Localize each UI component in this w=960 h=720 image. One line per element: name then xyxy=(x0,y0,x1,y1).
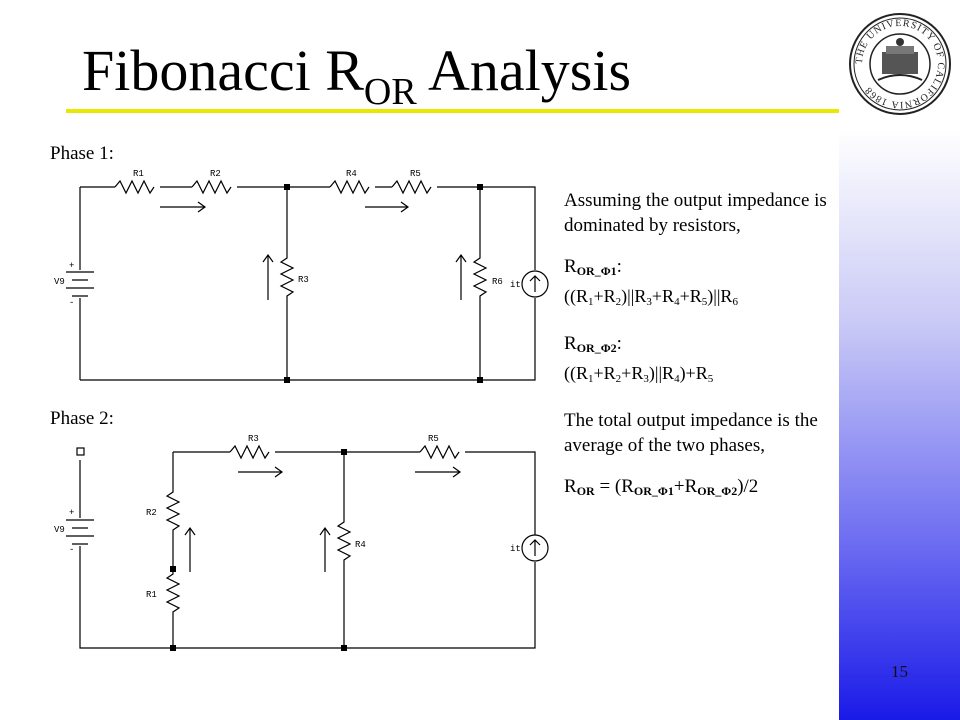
phase2-vsource-label: V9 xyxy=(54,525,65,535)
phase1-r3 xyxy=(279,187,295,380)
phase2-isource xyxy=(521,534,549,562)
phase2-arrow-r3 xyxy=(238,466,284,478)
phase1-circuit xyxy=(66,179,549,381)
phase1-r5 xyxy=(391,179,432,195)
university-seal-icon: THE UNIVERSITY OF CALIFORNIA 1868 xyxy=(849,13,951,115)
phase1-r4 xyxy=(329,179,370,195)
phase1-r4-label: R4 xyxy=(346,169,357,179)
phase2-isource-label: it xyxy=(510,544,521,554)
expr-sub: 1 xyxy=(588,296,594,308)
expr-part: ((R xyxy=(564,286,588,306)
phase2-r2-label: R2 xyxy=(146,508,157,518)
phase1-r6 xyxy=(472,187,488,380)
phase2-arrow-r5 xyxy=(415,466,462,478)
slide-title: Fibonacci ROR Analysis xyxy=(82,36,632,111)
phase1-minus: - xyxy=(69,298,74,308)
phase2-r3 xyxy=(229,444,270,460)
phase1-expression: ((R1+R2)||R3+R4+R5)||R6 xyxy=(564,284,834,315)
phase2-r4 xyxy=(336,452,352,648)
colon: : xyxy=(616,256,622,277)
phase1-r3-label: R3 xyxy=(298,275,309,285)
r-symbol: R xyxy=(564,476,577,497)
total-equation: ROR = (ROR_Φ1+ROR_Φ2)/2 xyxy=(564,474,834,504)
intro-text: Assuming the output impedance is dominat… xyxy=(564,190,827,236)
expr-sub: 3 xyxy=(643,373,649,385)
expr-part: +R xyxy=(621,363,644,383)
expr-sub: 2 xyxy=(615,373,622,385)
expr-part: +R xyxy=(593,286,616,306)
phase2-plus: + xyxy=(69,508,74,518)
page-number: 15 xyxy=(891,662,908,681)
expr-part: +R xyxy=(593,363,616,383)
phase1-r5-label: R5 xyxy=(410,169,421,179)
colon: : xyxy=(616,333,622,354)
phase2-minus: - xyxy=(69,545,74,555)
total-tail: )/2 xyxy=(737,476,759,497)
phase2-circuit xyxy=(66,444,549,649)
phase2-label: Phase 2: xyxy=(50,408,114,429)
title-tail: Analysis xyxy=(428,38,632,103)
expr-sub: 5 xyxy=(701,296,708,308)
phase2-arrow-left xyxy=(184,526,196,572)
phase2-r5 xyxy=(419,444,460,460)
expr-sub: 4 xyxy=(674,296,680,308)
phase2-r3-label: R3 xyxy=(248,434,259,444)
expr-sub: 6 xyxy=(732,296,738,308)
phase1-equation: ROR_Φ1: xyxy=(564,254,834,284)
expr-part: )+R xyxy=(679,363,708,383)
phase1-arrow-r6 xyxy=(455,253,467,300)
phase2-arrow-r4 xyxy=(319,526,331,572)
expr-part: +R xyxy=(679,286,702,306)
total-text: The total output impedance is the averag… xyxy=(564,410,818,456)
phase1-r2 xyxy=(191,179,232,195)
total-plus: +R xyxy=(673,476,698,497)
phase1-arrow-r3 xyxy=(262,253,274,300)
phase2-r5-label: R5 xyxy=(428,434,439,444)
phase1-isource-label: it xyxy=(510,280,521,290)
phase1-arrow-top-right xyxy=(365,201,410,213)
phase1-r1 xyxy=(114,179,155,195)
phase2-r4-label: R4 xyxy=(355,540,366,550)
r-or-phase1-sub: OR_Φ1 xyxy=(576,264,617,278)
r-symbol: R xyxy=(564,256,577,277)
r-or-phase1-sub: OR_Φ1 xyxy=(633,484,674,498)
sidebar-gradient xyxy=(839,0,960,720)
title-underline xyxy=(66,109,839,113)
analysis-text: Assuming the output impedance is dominat… xyxy=(564,188,834,504)
r-symbol: R xyxy=(564,333,577,354)
phase1-isource xyxy=(521,270,549,298)
phase1-arrow-top-left xyxy=(160,201,207,213)
expr-part: +R xyxy=(651,286,675,306)
expr-sub: 2 xyxy=(615,296,622,308)
phase1-r1-label: R1 xyxy=(133,169,144,179)
phase1-label: Phase 1: xyxy=(50,143,114,164)
phase1-vsource-label: V9 xyxy=(54,277,65,287)
expr-part: ((R xyxy=(564,363,588,383)
phase2-equation: ROR_Φ2: xyxy=(564,331,834,361)
phase1-r2-label: R2 xyxy=(210,169,221,179)
r-or-sub: OR xyxy=(576,484,595,498)
phase2-r1-label: R1 xyxy=(146,590,157,600)
expr-part: )||R xyxy=(707,286,733,306)
phase1-r6-label: R6 xyxy=(492,277,503,287)
title-subscript: OR xyxy=(363,71,417,113)
phase2-vsource xyxy=(66,519,94,545)
phase2-r2-r1 xyxy=(165,452,181,648)
expr-sub: 5 xyxy=(707,373,714,385)
expr-sub: 1 xyxy=(588,373,594,385)
phase1-vsource xyxy=(66,271,94,297)
phase2-expression: ((R1+R2+R3)||R4)+R5 xyxy=(564,361,834,392)
expr-sub: 4 xyxy=(674,373,680,385)
expr-part: )||R xyxy=(648,363,675,383)
total-eq: = (R xyxy=(594,476,634,497)
title-main: Fibonacci R xyxy=(82,38,364,103)
expr-sub: 3 xyxy=(646,296,652,308)
r-or-phase2-sub: OR_Φ2 xyxy=(576,341,617,355)
phase1-plus: + xyxy=(69,261,74,271)
r-or-phase2-sub: OR_Φ2 xyxy=(697,484,738,498)
expr-part: )||R xyxy=(621,286,647,306)
